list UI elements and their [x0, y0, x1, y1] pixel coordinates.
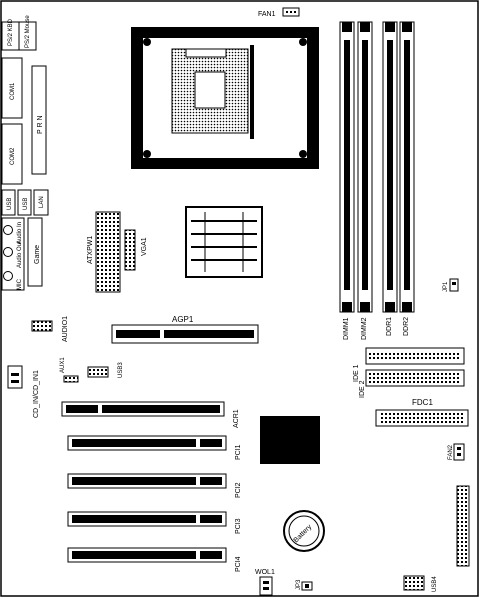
ide1-connector: IDE 1 [353, 347, 465, 382]
pci4-label: PCI4 [235, 556, 242, 572]
com2-port: COM2 [1, 123, 23, 185]
pci4-slot: PCI4 [67, 547, 242, 572]
fan2-header: FAN2 [448, 443, 465, 461]
usb-port-2: USB [17, 189, 32, 216]
ps2-mouse-port: PS/2 Mouse [18, 15, 37, 51]
chip-label: SIS 962L [314, 435, 320, 460]
audio1-label: AUDIO1 [62, 316, 69, 342]
aux1-label: AUX1 [60, 357, 66, 373]
fan1-label: FAN1 [258, 11, 276, 18]
com1-label: COM1 [10, 82, 16, 100]
ddr2-label: DDR2 [403, 317, 410, 336]
jp3-label: JP3 [296, 579, 302, 590]
usb-2-label: USB [23, 198, 29, 210]
mic-label: MIC [17, 278, 23, 290]
ps2-kbd-label: PS/2 KBD [8, 18, 14, 46]
wol1-header: WOL1 [255, 569, 275, 596]
ps2-mouse-label: PS/2 Mouse [25, 15, 31, 48]
dimm1-slot: DIMM1 [339, 21, 355, 340]
northbridge-heatsink [185, 206, 263, 278]
audio-out-label: Audio Out [17, 241, 23, 268]
game-port: Game [27, 217, 43, 287]
usb3-label: USB3 [118, 362, 124, 378]
aux1-header: AUX1 [60, 357, 79, 383]
pci3-slot: PCI3 [67, 511, 242, 534]
usb4-label: USB4 [432, 576, 438, 592]
ddr1-label: DDR1 [386, 317, 393, 336]
prn-label: P R N [37, 115, 44, 134]
com2-label: COM2 [10, 147, 16, 165]
ddr1-slot: DDR1 [382, 21, 398, 336]
com1-port: COM1 [1, 57, 23, 119]
cpu-socket [131, 27, 319, 169]
atxpw1-label: ATXPW1 [87, 236, 94, 264]
usb3-header: USB3 [87, 362, 124, 378]
ide2-connector: IDE 2 [359, 369, 465, 398]
fdc1-label: FDC1 [412, 398, 433, 407]
usb-1-label: USB [7, 198, 13, 210]
acr-slot: ACR1 [61, 401, 240, 428]
dimm1-label: DIMM1 [343, 317, 350, 340]
atx-power-connector: ATXPW1 [87, 211, 121, 293]
ps2-kbd-port: PS/2 KBD [1, 18, 20, 51]
front-panel-header [456, 485, 470, 567]
ddr2-slot: DDR2 [399, 21, 415, 336]
cmos-battery: Battery [283, 510, 325, 552]
game-label: Game [34, 245, 41, 264]
lan-port: LAN [33, 189, 49, 216]
jp1-label: JP1 [443, 281, 449, 292]
dimm2-slot: DIMM2 [357, 21, 373, 340]
lan-label: LAN [39, 196, 45, 208]
audio1-header: AUDIO1 [31, 316, 69, 342]
agp1-label: AGP1 [172, 315, 194, 324]
ide2-label: IDE 2 [359, 380, 366, 398]
cd-in-label: CD_IN/CD_IN1 [33, 370, 40, 418]
pci3-label: PCI3 [235, 518, 242, 534]
ide1-label: IDE 1 [353, 364, 360, 382]
dimm2-label: DIMM2 [361, 317, 368, 340]
usb-port-1: USB [1, 189, 16, 216]
jp3-jumper: JP3 [296, 579, 313, 591]
jp1-jumper: JP1 [443, 278, 459, 292]
pci1-label: PCI1 [235, 444, 242, 460]
agp-slot: AGP1 [111, 315, 259, 344]
usb4-header: USB4 [403, 575, 438, 592]
acr1-label: ACR1 [233, 409, 240, 428]
wol1-label: WOL1 [255, 569, 275, 576]
pci1-slot: PCI1 [67, 435, 242, 460]
audio-in-label: Audio In [17, 222, 23, 244]
vga1-header: VGA1 [124, 229, 148, 271]
fdc1-connector: FDC1 [375, 398, 469, 427]
fan2-label: FAN2 [448, 444, 454, 460]
prn-port: P R N [31, 65, 47, 175]
pci2-label: PCI2 [235, 482, 242, 498]
audio-jacks: Audio In Audio Out MIC [1, 217, 25, 291]
fan1-header: FAN1 [258, 7, 300, 18]
pci2-slot: PCI2 [67, 473, 242, 498]
cd-in-header: CD_IN/CD_IN1 [7, 365, 40, 418]
southbridge-chip: SIS 962L [260, 416, 320, 464]
vga1-label: VGA1 [141, 237, 148, 256]
